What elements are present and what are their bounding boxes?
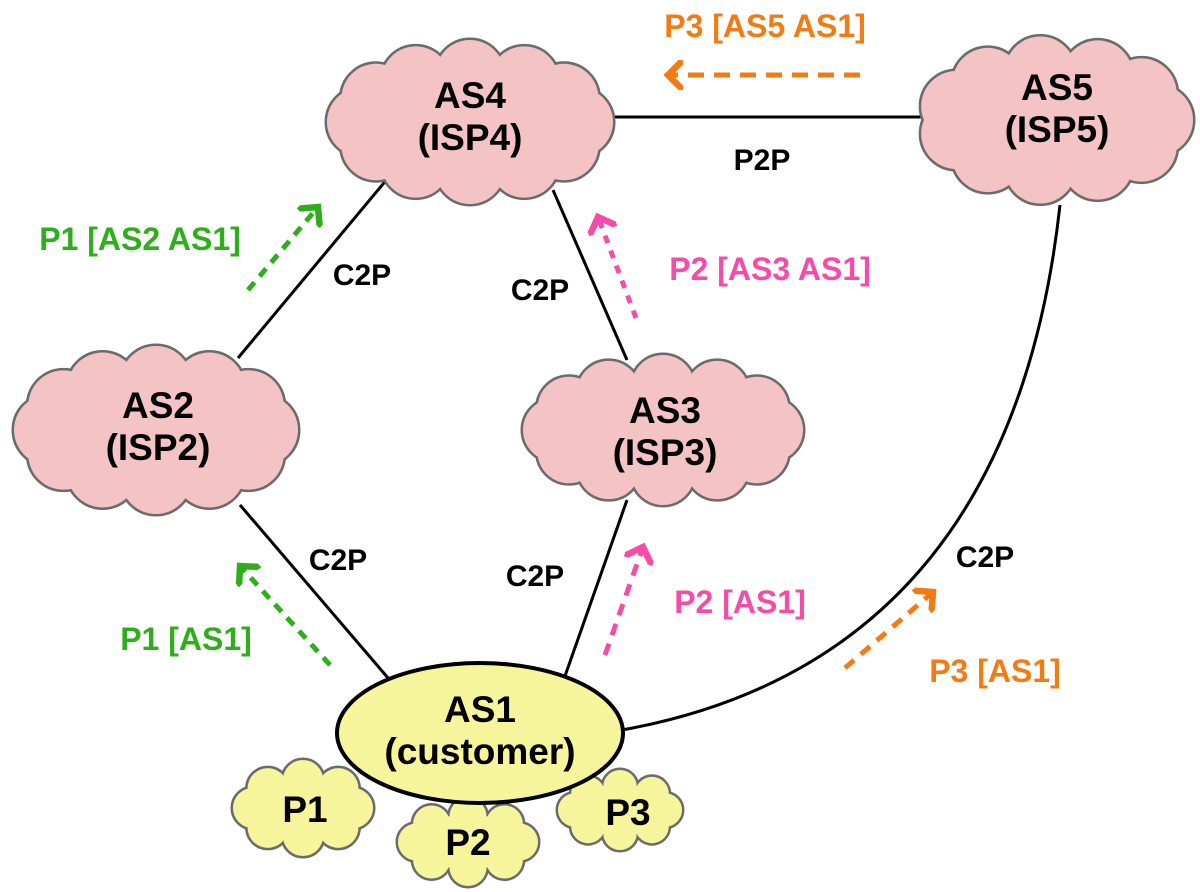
as5-sublabel: (ISP5) — [1005, 109, 1110, 150]
as3-label: AS3 — [629, 390, 701, 431]
ann-p2-as3-as1: P2 [AS3 AS1] — [669, 251, 871, 287]
arrow-p1-as2-as1 — [246, 207, 318, 292]
link-as2-as4 — [236, 177, 390, 359]
as2-cloud[interactable] — [11, 343, 301, 517]
ann-p3-as5-as1: P3 [AS5 AS1] — [664, 8, 866, 44]
as2-sublabel: (ISP2) — [106, 427, 211, 468]
p2-cloud[interactable] — [395, 795, 541, 889]
label-as3-as4: C2P — [511, 274, 569, 307]
as3-cloud[interactable] — [520, 352, 806, 508]
p3-cloud[interactable] — [555, 767, 685, 853]
as4-sublabel: (ISP4) — [418, 117, 523, 158]
arrow-p2-as3-as1 — [598, 217, 639, 319]
label-as4-as5: P2P — [734, 144, 791, 177]
p2-label: P2 — [445, 822, 490, 863]
ann-p1-as2-as1: P1 [AS2 AS1] — [39, 221, 241, 257]
label-as2-as4: C2P — [333, 259, 391, 292]
link-as1-as3 — [563, 499, 629, 677]
link-as1-as5 — [621, 204, 1062, 732]
p1-label: P1 — [282, 789, 327, 830]
label-as1-as2: C2P — [309, 544, 367, 577]
as1-sublabel: (customer) — [384, 731, 575, 772]
as4-label: AS4 — [434, 75, 506, 116]
p3-label: P3 — [605, 792, 650, 833]
as5-label: AS5 — [1021, 67, 1093, 108]
arrow-p1-as1 — [240, 566, 332, 667]
as5-cloud[interactable] — [918, 33, 1196, 207]
as3-sublabel: (ISP3) — [613, 432, 718, 473]
link-as1-as2 — [238, 504, 390, 679]
ann-p1-as1: P1 [AS1] — [120, 621, 252, 657]
as2-label: AS2 — [122, 385, 194, 426]
p1-cloud[interactable] — [230, 757, 376, 859]
label-as1-as5: C2P — [956, 541, 1014, 574]
as4-cloud[interactable] — [324, 37, 616, 207]
link-as3-as4 — [551, 189, 629, 361]
label-as1-as3: C2P — [506, 560, 564, 593]
ann-p3-as1: P3 [AS1] — [929, 653, 1061, 689]
as1-label: AS1 — [444, 689, 516, 730]
arrow-p2-as1 — [602, 547, 643, 656]
as1-node[interactable] — [335, 661, 625, 805]
ann-p2-as1: P2 [AS1] — [674, 584, 806, 620]
